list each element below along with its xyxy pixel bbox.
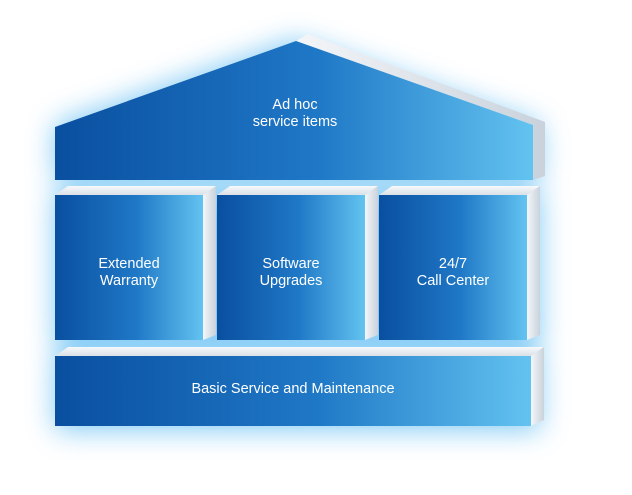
pillar-side <box>527 186 540 340</box>
pillar-side <box>365 186 378 340</box>
pillar-top <box>217 186 378 195</box>
pillar-extended-warranty <box>55 186 216 340</box>
pillar-side <box>203 186 216 340</box>
pillar-software-upgrades <box>217 186 378 340</box>
roof-face <box>55 41 533 180</box>
pillar-face <box>55 195 203 340</box>
foundation-top <box>55 347 544 356</box>
pillar-top <box>55 186 216 195</box>
pillar-label-extended-warranty: Extended Warranty <box>98 256 160 289</box>
roof-block <box>55 34 545 180</box>
roof-label: Ad hoc service items <box>252 97 338 130</box>
foundation-side <box>531 347 544 426</box>
pillar-call-center <box>379 186 540 340</box>
pillar-top <box>379 186 540 195</box>
roof-extrusion <box>296 34 545 180</box>
foundation-label: Basic Service and Maintenance <box>191 381 395 397</box>
foundation-block <box>55 347 544 426</box>
pillar-face <box>217 195 365 340</box>
pillar-label-call-center: 24/7 Call Center <box>416 256 490 289</box>
pillar-face <box>379 195 527 340</box>
foundation-face <box>55 356 531 426</box>
pillar-label-software-upgrades: Software Upgrades <box>259 256 323 289</box>
